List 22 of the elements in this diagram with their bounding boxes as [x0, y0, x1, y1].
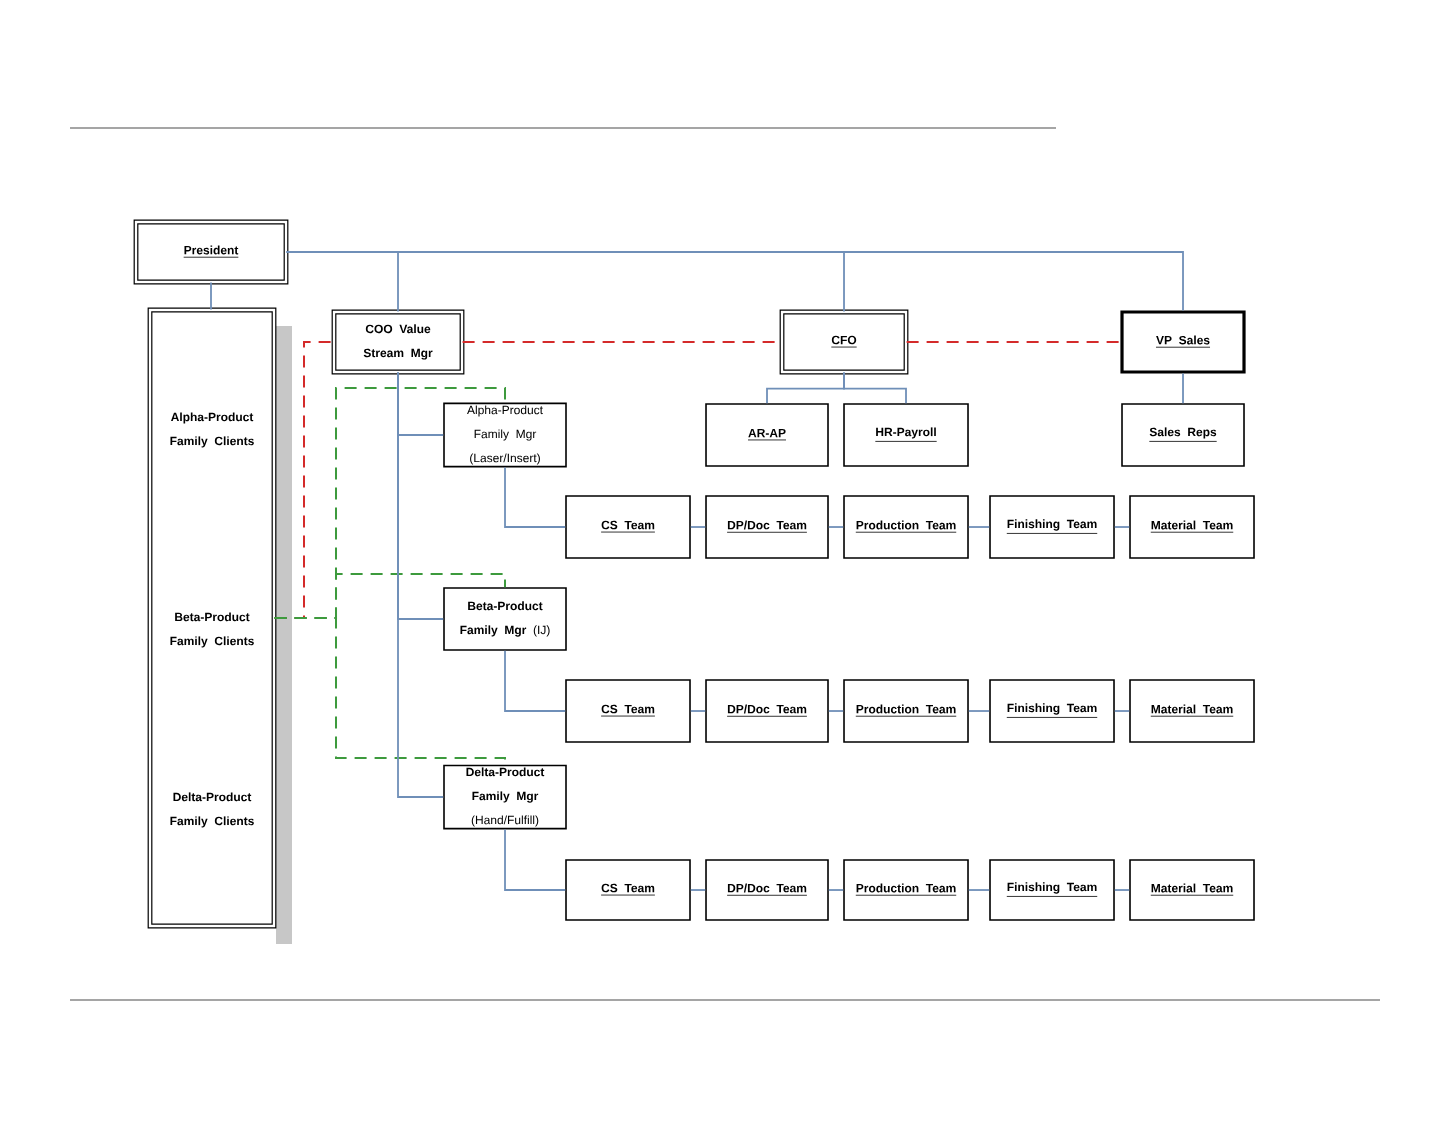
connector: [1113, 526, 1131, 528]
connector: [504, 649, 567, 712]
connector: [504, 466, 567, 528]
connector: [689, 889, 707, 891]
connector: [827, 889, 845, 891]
connector: [967, 526, 991, 528]
connector: [843, 371, 907, 405]
connector: [504, 828, 567, 891]
connector: [689, 710, 707, 712]
connector: [273, 617, 506, 766]
connector: [827, 710, 845, 712]
connector: [967, 710, 991, 712]
connector: [827, 526, 845, 528]
connector: [1113, 710, 1131, 712]
connector: [905, 341, 1122, 343]
connector: [285, 251, 1184, 312]
connector: [967, 889, 991, 891]
connector: [1182, 372, 1184, 405]
connector: [1113, 889, 1131, 891]
connector: [210, 281, 212, 311]
connector: [397, 371, 445, 798]
connector: [689, 526, 707, 528]
